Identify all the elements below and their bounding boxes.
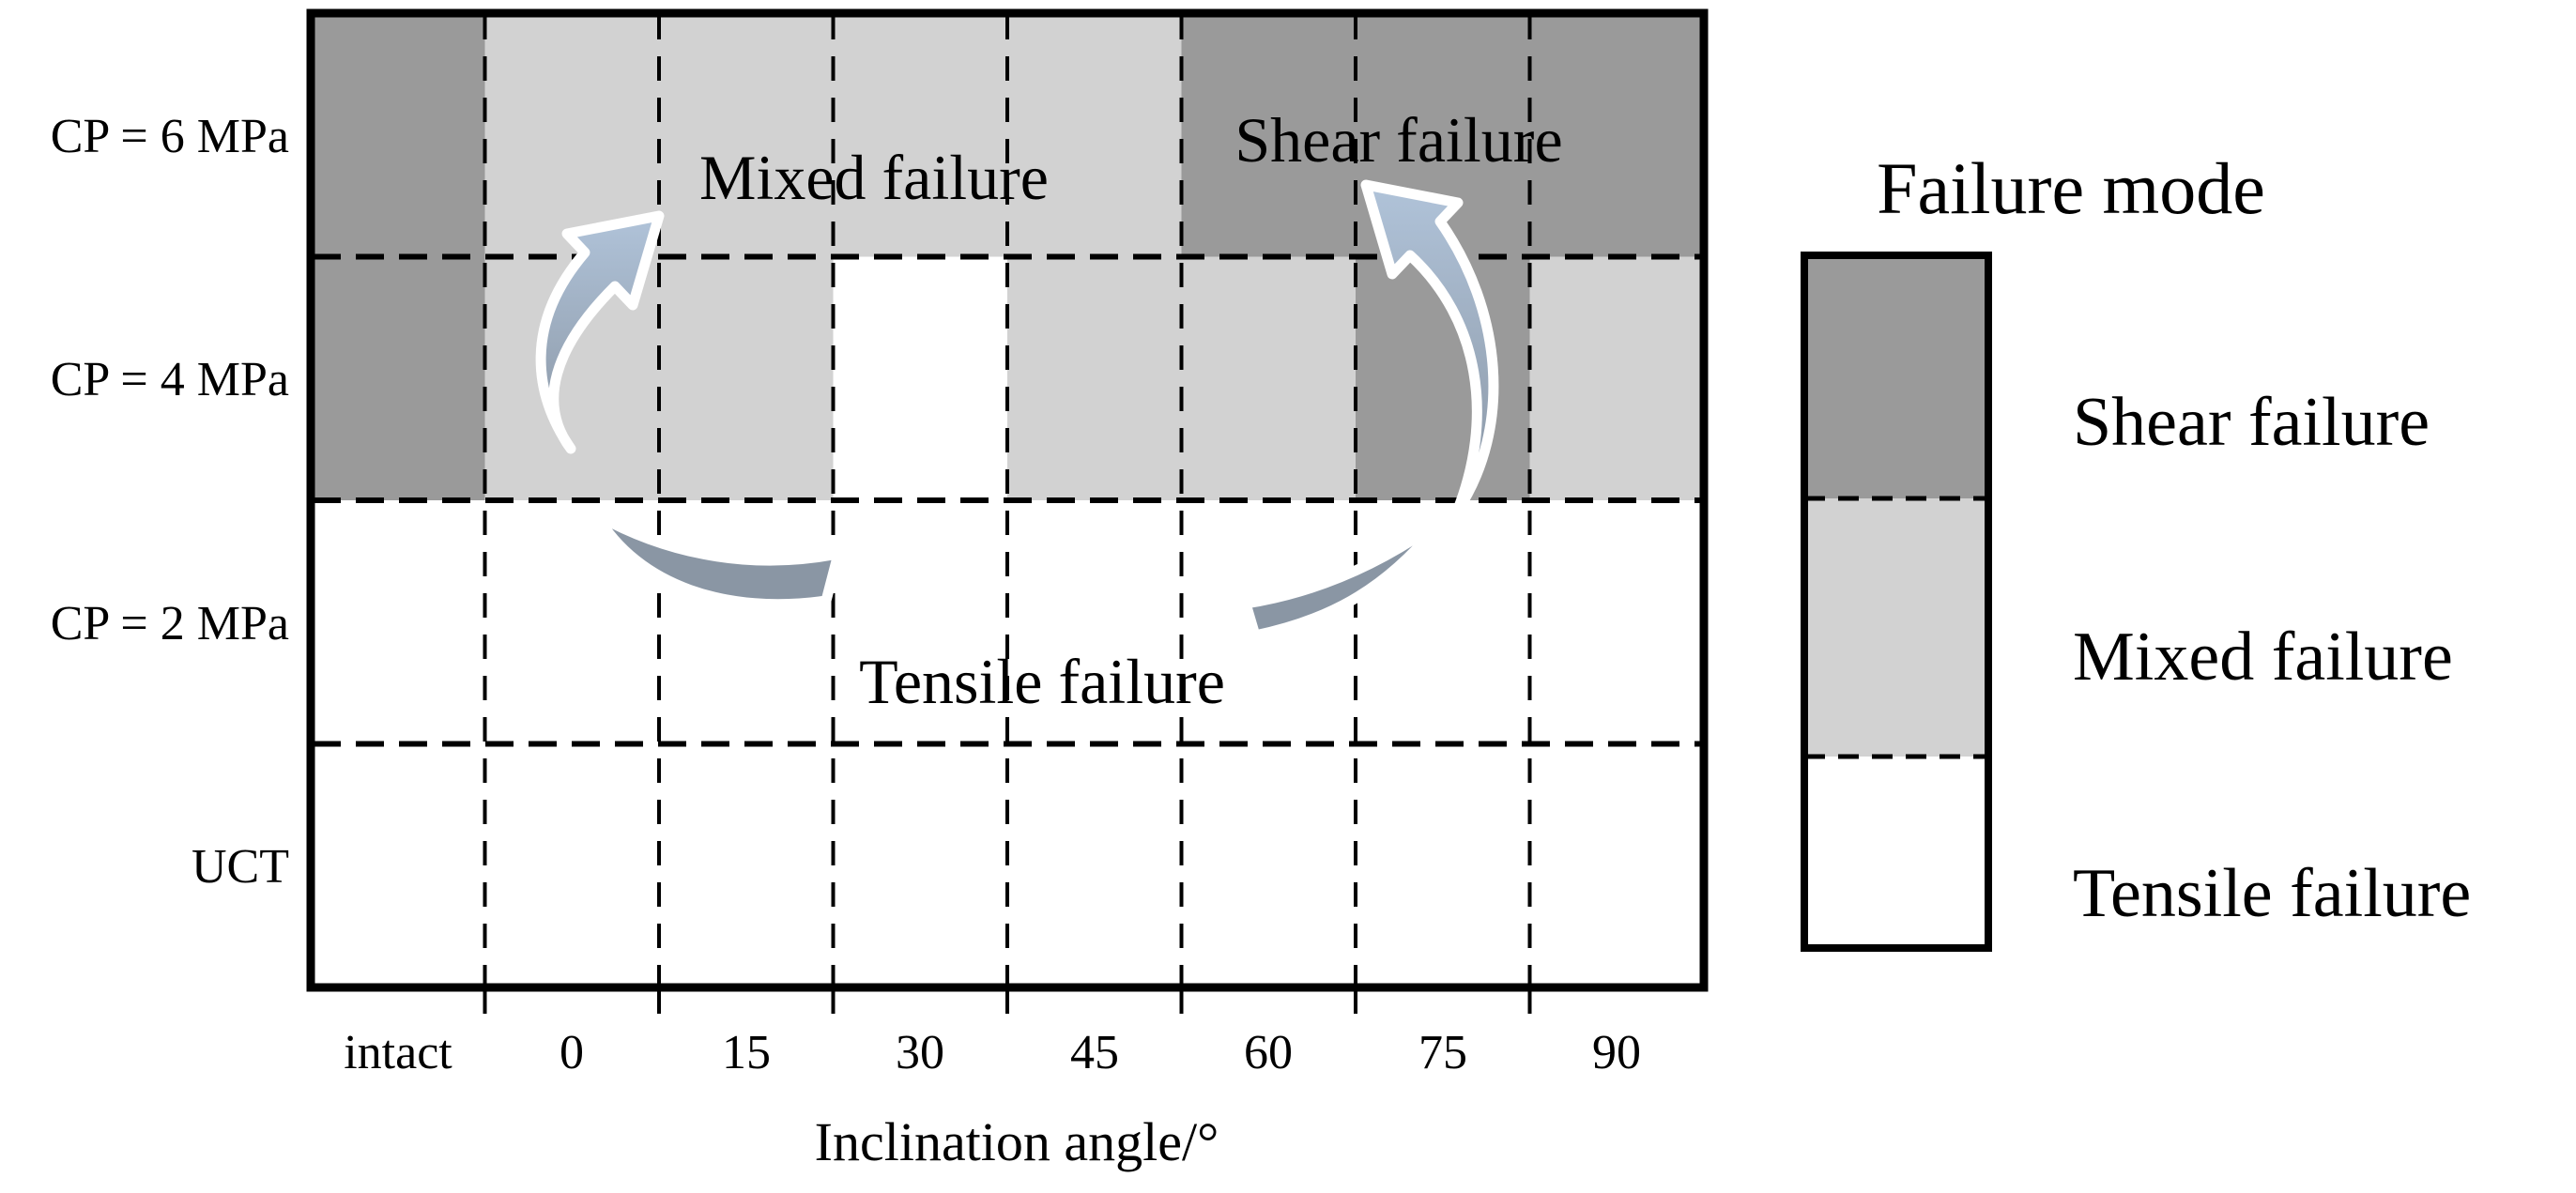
- heatmap-cell: [659, 743, 834, 987]
- legend: Failure mode Shear failure Mixed failure…: [1801, 147, 2471, 952]
- annotation-mixed-failure: Mixed failure: [699, 142, 1049, 213]
- heatmap-cell: [833, 13, 1007, 257]
- annotation-shear-failure: Shear failure: [1234, 104, 1562, 176]
- x-axis-labels: intact 0 15 30 45 60 75 90: [344, 1026, 1641, 1079]
- heatmap-cell: [659, 13, 834, 257]
- legend-title: Failure mode: [1877, 147, 2265, 229]
- heatmap-cell: [1007, 743, 1182, 987]
- heatmap-cell: [311, 500, 485, 744]
- plot-border: [306, 8, 1709, 992]
- y-axis-label-cp6: CP = 6 MPa: [51, 110, 289, 163]
- heatmap-cell: [1356, 500, 1530, 744]
- heatmap-cell: [1007, 500, 1182, 744]
- x-tick-label-15: 15: [722, 1026, 771, 1079]
- heatmap-cell: [484, 13, 659, 257]
- legend-color-bar-segments: [1804, 255, 1988, 948]
- y-axis-labels: CP = 6 MPa CP = 4 MPa CP = 2 MPa UCT: [51, 110, 289, 894]
- heatmap-cell: [1529, 13, 1704, 257]
- heatmap-cells: [311, 13, 1704, 987]
- legend-color-bar-border: [1801, 252, 1992, 952]
- heatmap-cell: [311, 13, 485, 257]
- heatmap-cell: [1181, 743, 1356, 987]
- x-tick-label-75: 75: [1418, 1026, 1467, 1079]
- legend-segment-mixed: [1804, 498, 1988, 757]
- heatmap-cell: [833, 500, 1007, 744]
- x-tick-label-30: 30: [896, 1026, 944, 1079]
- arrow-tail: [1240, 513, 1449, 641]
- heatmap-cell: [1181, 256, 1356, 500]
- x-axis-ticks: [483, 987, 1532, 1014]
- arrow-tail: [590, 509, 844, 610]
- x-axis-title: Inclination angle/°: [815, 1111, 1219, 1172]
- heatmap-cell: [1007, 256, 1182, 500]
- heatmap-cell: [833, 256, 1007, 500]
- legend-label-shear: Shear failure: [2073, 384, 2430, 461]
- heatmap-cell: [833, 743, 1007, 987]
- y-axis-label-uct: UCT: [192, 840, 289, 894]
- heatmap-cell: [311, 743, 485, 987]
- y-axis-label-cp4: CP = 4 MPa: [51, 353, 289, 406]
- heatmap-cell: [659, 500, 834, 744]
- heatmap-cell: [1007, 13, 1182, 257]
- heatmap-cell: [484, 743, 659, 987]
- heatmap-cell: [311, 256, 485, 500]
- tensile-to-mixed-arrow: [535, 210, 844, 610]
- heatmap-cell: [1529, 500, 1704, 744]
- legend-segment-tensile: [1804, 757, 1988, 948]
- arrow-head-and-shaft: [535, 210, 665, 454]
- x-tick-label-60: 60: [1244, 1026, 1293, 1079]
- x-tick-label-intact: intact: [344, 1026, 452, 1079]
- legend-label-mixed: Mixed failure: [2073, 619, 2453, 696]
- legend-segment-shear: [1804, 255, 1988, 498]
- heatmap-cell: [1356, 743, 1530, 987]
- annotation-tensile-failure: Tensile failure: [859, 646, 1225, 717]
- heatmap-cell: [659, 256, 834, 500]
- heatmap-cell: [1181, 13, 1356, 257]
- legend-label-tensile: Tensile failure: [2073, 855, 2471, 932]
- x-tick-label-90: 90: [1592, 1026, 1641, 1079]
- grid-lines: [313, 15, 1702, 986]
- arrow-head-and-shaft: [1360, 179, 1499, 517]
- tensile-to-shear-arrow: [1240, 179, 1499, 641]
- heatmap-cell: [1529, 256, 1704, 500]
- heatmap-cell: [1529, 743, 1704, 987]
- x-tick-label-0: 0: [560, 1026, 584, 1079]
- x-tick-label-45: 45: [1070, 1026, 1119, 1079]
- y-axis-label-cp2: CP = 2 MPa: [51, 597, 289, 650]
